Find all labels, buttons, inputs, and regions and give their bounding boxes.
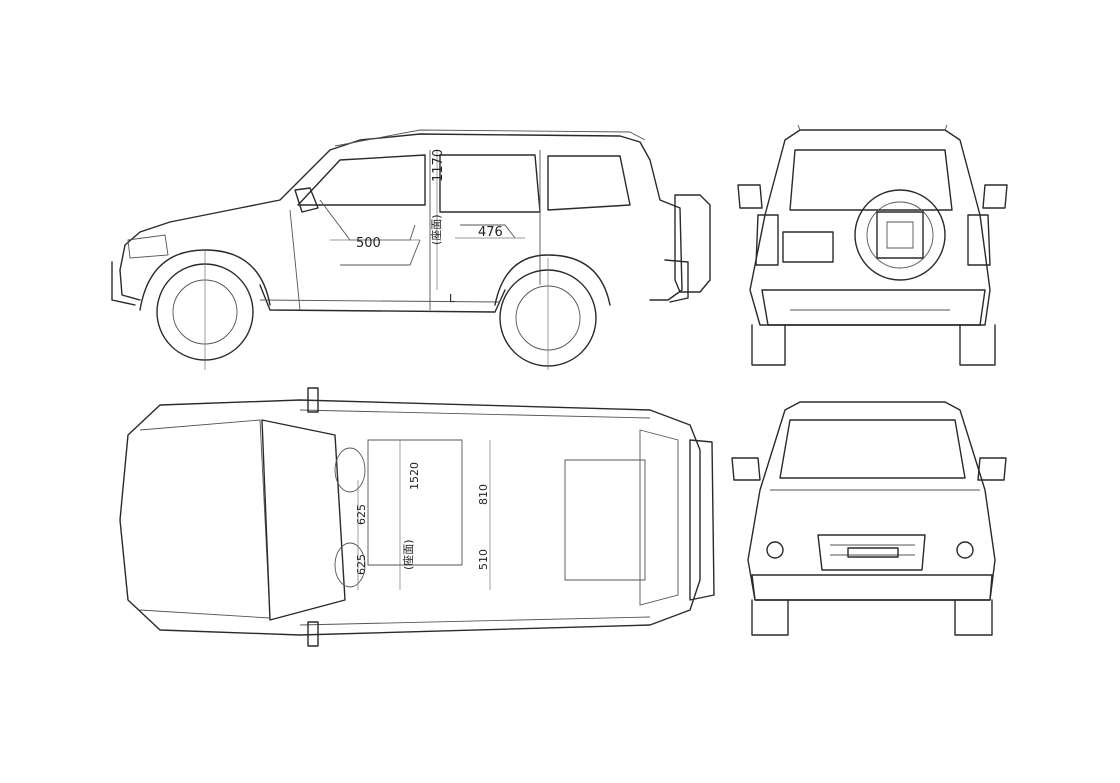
front-view [731,401,1007,636]
dim-front-legroom: 500 [356,236,381,251]
dim-top-seat-width-1: 625 [355,504,368,525]
dim-top-rear-seat: 510 [477,549,490,570]
dim-l-mark: L [449,292,456,305]
dim-top-length: 1520 [408,462,421,490]
dim-top-seat-width-2: 625 [355,554,368,575]
dim-height: 1170 [431,149,446,182]
top-view: 1520 810 625 625 (座面) 510 [119,387,715,647]
dim-rear-legroom: 476 [478,225,503,240]
rear-view [737,124,1008,366]
dim-rear-label: (座面) [429,214,443,245]
dim-top-mid-label: (座面) [401,539,415,570]
side-view: 1170 (座面) 500 476 L [111,129,711,370]
dim-top-rear-width: 810 [477,484,490,505]
